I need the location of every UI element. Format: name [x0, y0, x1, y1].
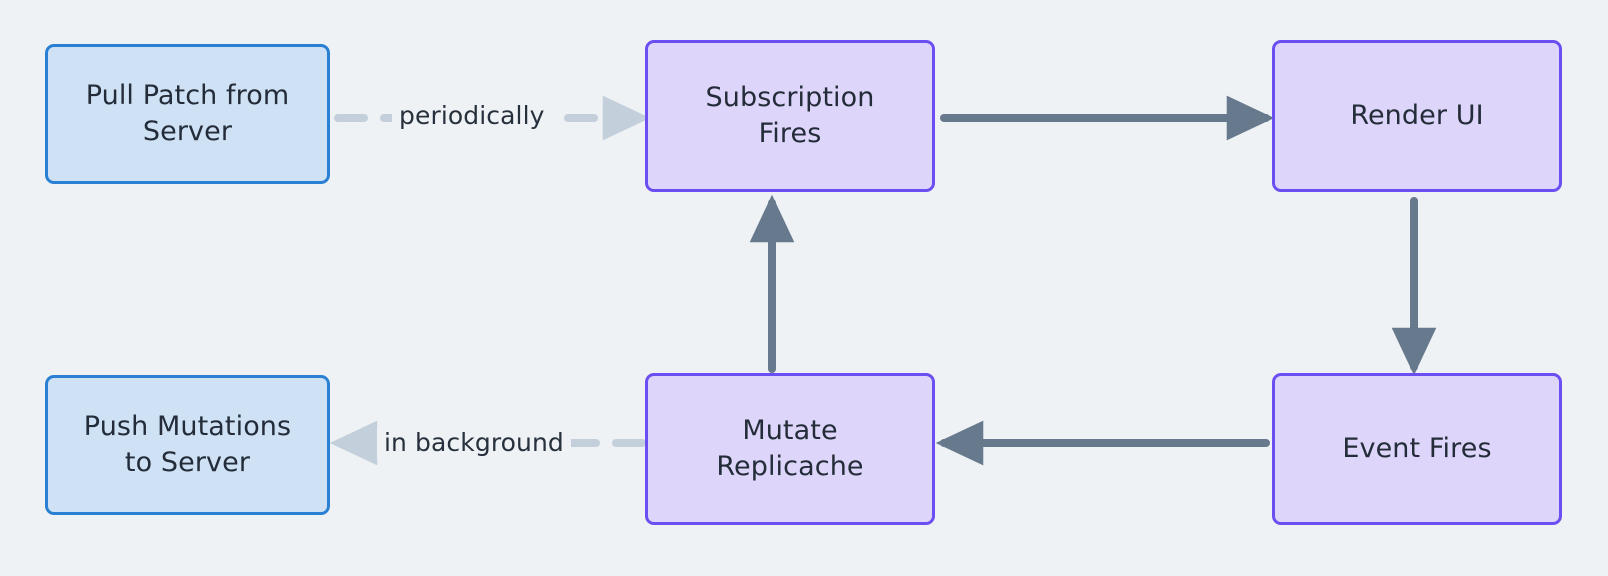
node-render-ui[interactable]: Render UI	[1272, 40, 1562, 192]
node-label: Push Mutations to Server	[83, 410, 292, 478]
node-event-fires[interactable]: Event Fires	[1272, 373, 1562, 525]
node-subscription-fires[interactable]: Subscription Fires	[645, 40, 935, 192]
node-push-mutations-to-server[interactable]: Push Mutations to Server	[45, 375, 330, 515]
node-label: Subscription Fires	[705, 81, 875, 149]
edge-label-periodically: periodically	[392, 100, 552, 131]
node-pull-patch-from-server[interactable]: Pull Patch from Server	[45, 44, 330, 184]
node-label: Pull Patch from Server	[85, 79, 290, 147]
node-mutate-replicache[interactable]: Mutate Replicache	[645, 373, 935, 525]
node-label: Event Fires	[1342, 432, 1492, 464]
node-label: Render UI	[1350, 99, 1484, 131]
node-label: Mutate Replicache	[716, 414, 864, 482]
edge-label-in-background: in background	[377, 427, 571, 458]
